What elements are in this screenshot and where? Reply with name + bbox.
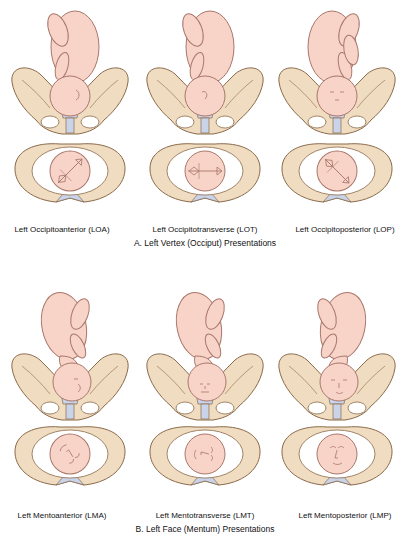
pelvic-inlet-ring — [15, 427, 125, 485]
fetus-part — [185, 151, 225, 191]
fetus-part — [342, 34, 361, 66]
fetus-part — [309, 143, 366, 200]
label-holder: Left Occipitotransverse (LOT) — [153, 218, 258, 236]
fetus-detail — [200, 384, 210, 392]
fetus-detail — [195, 450, 197, 459]
fetus-detail — [69, 453, 80, 464]
figure-caption: Left Occipitoposterior (LOP) — [295, 225, 394, 234]
pelvic-inlet-ring — [150, 427, 260, 485]
label-holder: Left Mentoposterior (LMP) — [299, 504, 392, 522]
fetus-part — [67, 296, 93, 332]
fetus-detail — [59, 444, 66, 451]
fetus-part — [42, 143, 99, 200]
fetus-part — [202, 296, 228, 332]
fetus-part — [185, 434, 225, 474]
obturator-foramen — [216, 402, 234, 414]
pubic-symphysis — [333, 118, 341, 133]
figure-caption: Left Mentotransverse (LMT) — [156, 511, 255, 520]
fetus-part — [42, 426, 99, 483]
label-holder: A. Left Vertex (Occiput) Presentations — [134, 232, 276, 250]
fetus-part — [320, 363, 358, 401]
label-holder: Left Occipitoanterior (LOA) — [14, 218, 109, 236]
fetus-part — [185, 76, 225, 116]
figure-caption: Left Mentoposterior (LMP) — [299, 511, 392, 520]
fetus-detail — [211, 447, 213, 461]
figure-caption: Left Occipitotransverse (LOT) — [153, 225, 258, 234]
fetus-detail — [330, 92, 344, 100]
fetus-detail — [66, 450, 74, 458]
fetus-detail — [76, 90, 79, 100]
fetus-part — [67, 332, 89, 361]
fetus-detail — [202, 92, 207, 99]
anterior-fontanelle — [323, 157, 336, 170]
fetus-part — [318, 332, 340, 361]
fetus-part — [314, 296, 340, 332]
figure-caption: Left Occipitoanterior (LOA) — [14, 225, 109, 234]
fetus-part — [314, 288, 371, 364]
fetus-part — [202, 332, 224, 361]
pubic-symphysis — [333, 404, 341, 419]
fetus-detail — [331, 380, 347, 394]
obturator-foramen — [348, 116, 366, 128]
obturator-foramen — [41, 402, 59, 414]
obturator-foramen — [308, 402, 326, 414]
figure-caption: Left Mentoanterior (LMA) — [18, 511, 107, 520]
pelvic-inlet-opening — [299, 430, 375, 478]
fetus-part — [53, 363, 91, 401]
fetus-part — [170, 288, 227, 364]
anterior-fontanelle — [189, 167, 199, 175]
obturator-foramen — [348, 402, 366, 414]
pelvis-bone — [12, 68, 128, 134]
fetus-detail — [333, 463, 342, 465]
fetus-detail — [335, 450, 338, 458]
fetus-part — [188, 363, 226, 401]
obturator-foramen — [308, 116, 326, 128]
pelvic-inlet-ring — [282, 427, 392, 485]
obturator-foramen — [176, 116, 194, 128]
fetus-detail — [74, 379, 80, 392]
pelvis-bone — [147, 354, 263, 420]
pubic-symphysis — [66, 118, 74, 133]
obturator-foramen — [41, 116, 59, 128]
section-title: A. Left Vertex (Occiput) Presentations — [134, 238, 276, 248]
pelvic-inlet-ring — [150, 144, 260, 202]
pelvis-bone — [12, 354, 128, 420]
fetus-part — [317, 434, 357, 474]
posterior-fontanelle — [76, 156, 85, 165]
pelvic-inlet-ring — [15, 144, 125, 202]
fetus-detail — [330, 447, 344, 449]
pelvic-inlet-opening — [167, 430, 243, 478]
section-title: B. Left Face (Mentum) Presentations — [136, 524, 275, 534]
pubic-symphysis — [66, 404, 74, 419]
label-holder: Left Mentoanterior (LMA) — [18, 504, 107, 522]
pelvic-inlet-ring — [282, 144, 392, 202]
fetus-part — [317, 76, 357, 116]
fetus-part — [44, 11, 73, 49]
obturator-foramen — [176, 402, 194, 414]
pelvis-bone — [279, 354, 395, 420]
pelvis-bone — [279, 68, 395, 134]
obturator-foramen — [81, 402, 99, 414]
posterior-fontanelle — [217, 167, 222, 175]
pubic-symphysis — [201, 404, 209, 419]
obturator-foramen — [81, 116, 99, 128]
fetus-part — [179, 11, 208, 49]
pelvis-bone — [147, 68, 263, 134]
posterior-fontanelle — [343, 177, 352, 186]
anterior-fontanelle — [56, 172, 69, 185]
label-holder: B. Left Face (Mentum) Presentations — [136, 518, 275, 536]
pelvic-inlet-opening — [167, 147, 243, 195]
pubic-symphysis — [201, 118, 209, 133]
obturator-foramen — [216, 116, 234, 128]
fetus-part — [35, 288, 92, 364]
fetus-part — [50, 76, 90, 116]
fetus-detail — [201, 452, 209, 455]
label-holder: Left Mentotransverse (LMT) — [156, 504, 255, 522]
label-holder: Left Occipitoposterior (LOP) — [295, 218, 394, 236]
